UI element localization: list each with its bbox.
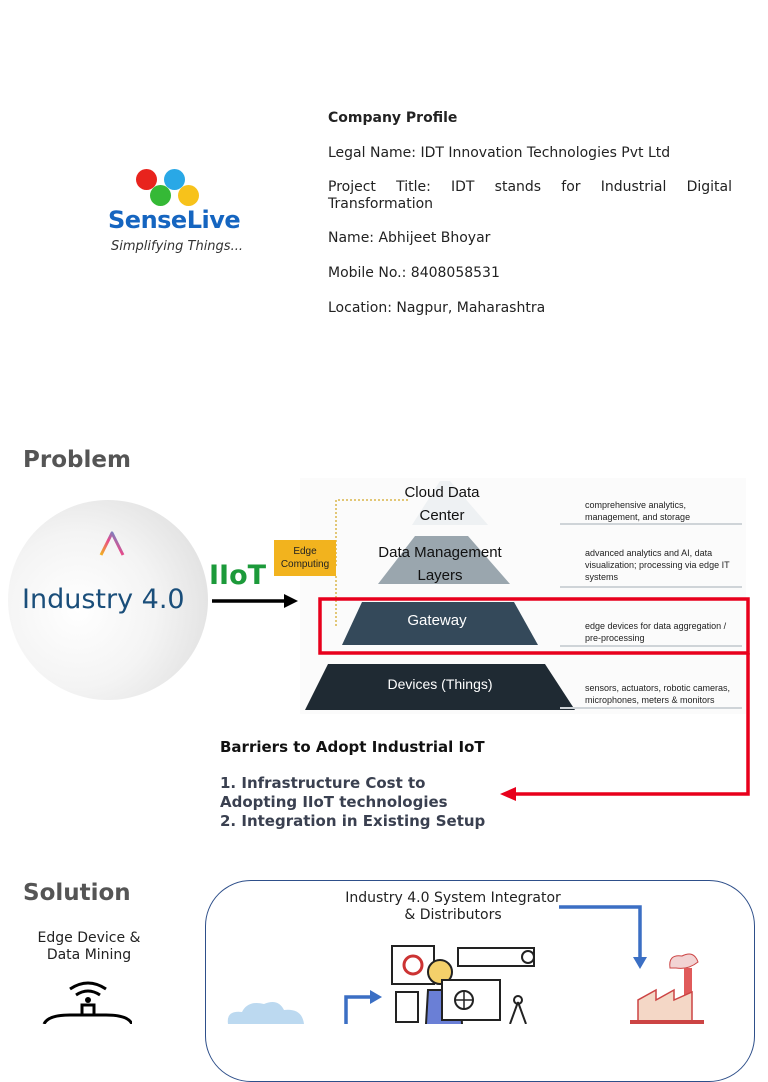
barrier-item: 1. Infrastructure Cost to Adopting IIoT … [220, 774, 448, 811]
barriers-heading: Barriers to Adopt Industrial IoT [220, 738, 485, 756]
logo-name: SenseLive [108, 206, 241, 234]
tier-cloud-desc: comprehensive analytics, management, and… [585, 500, 691, 522]
factory-icon [630, 953, 704, 1024]
tier-divider [560, 523, 742, 525]
logo-dot-red [136, 169, 157, 190]
problem-title: Problem [23, 447, 131, 473]
industry-label: Industry 4.0 [22, 584, 185, 615]
profile-mobile: Mobile No.: 8408058531 [328, 265, 500, 281]
edge-device-label: Edge Device & Data Mining [37, 930, 141, 963]
tier-divider [560, 586, 742, 588]
industry-circle [8, 500, 208, 700]
arrow-right-icon [212, 594, 298, 608]
logo-dot-green [150, 185, 171, 206]
tier-divider [560, 707, 742, 709]
profile-heading: Company Profile [328, 110, 458, 126]
logo-dot-yellow [178, 185, 199, 206]
profile-name: Name: Abhijeet Bhoyar [328, 230, 491, 246]
logo-tagline: Simplifying Things... [111, 239, 243, 254]
company-profile: Company Profile Legal Name: IDT Innovati… [328, 110, 732, 317]
tier-data-management-label: Data Management Layers [378, 544, 502, 584]
tier-devices-label: Devices (Things) [387, 676, 493, 692]
tier-devices-desc: sensors, actuators, robotic cameras, mic… [585, 683, 731, 705]
logo-dot-blue [164, 169, 185, 190]
arrow-down-icon [559, 905, 647, 969]
gateway-highlight [318, 597, 750, 801]
barrier-item: 2. Integration in Existing Setup [220, 812, 486, 830]
cloud-icon [227, 1002, 304, 1024]
tier-data-management-desc: advanced analytics and AI, data visualiz… [585, 548, 730, 582]
system-integrator-label: Industry 4.0 System Integrator & Distrib… [345, 890, 561, 923]
profile-location: Location: Nagpur, Maharashtra [328, 300, 546, 316]
tier-divider [560, 645, 742, 647]
tier-gateway-desc: edge devices for data aggregation / pre-… [585, 621, 727, 643]
profile-project-title: Project Title: IDT stands for Industrial… [328, 179, 732, 212]
profile-legal-name: Legal Name: IDT Innovation Technologies … [328, 145, 671, 161]
barriers-list: 1. Infrastructure Cost to Adopting IIoT … [220, 774, 490, 831]
wifi-device-icon [42, 981, 132, 1024]
solution-title: Solution [23, 880, 131, 906]
iiot-pyramid [305, 481, 575, 710]
industry-logo-icon [99, 531, 125, 556]
tier-gateway-label: Gateway [407, 612, 467, 629]
engineer-gears-icon [391, 945, 535, 1024]
arrow-up-right-icon [344, 990, 382, 1024]
barriers-block: Barriers to Adopt Industrial IoT 1. Infr… [220, 738, 490, 831]
edge-computing-box: Edge Computing [274, 540, 336, 576]
tier-cloud-label: Cloud Data Center [404, 484, 480, 524]
iiot-label: IIoT [209, 560, 267, 591]
